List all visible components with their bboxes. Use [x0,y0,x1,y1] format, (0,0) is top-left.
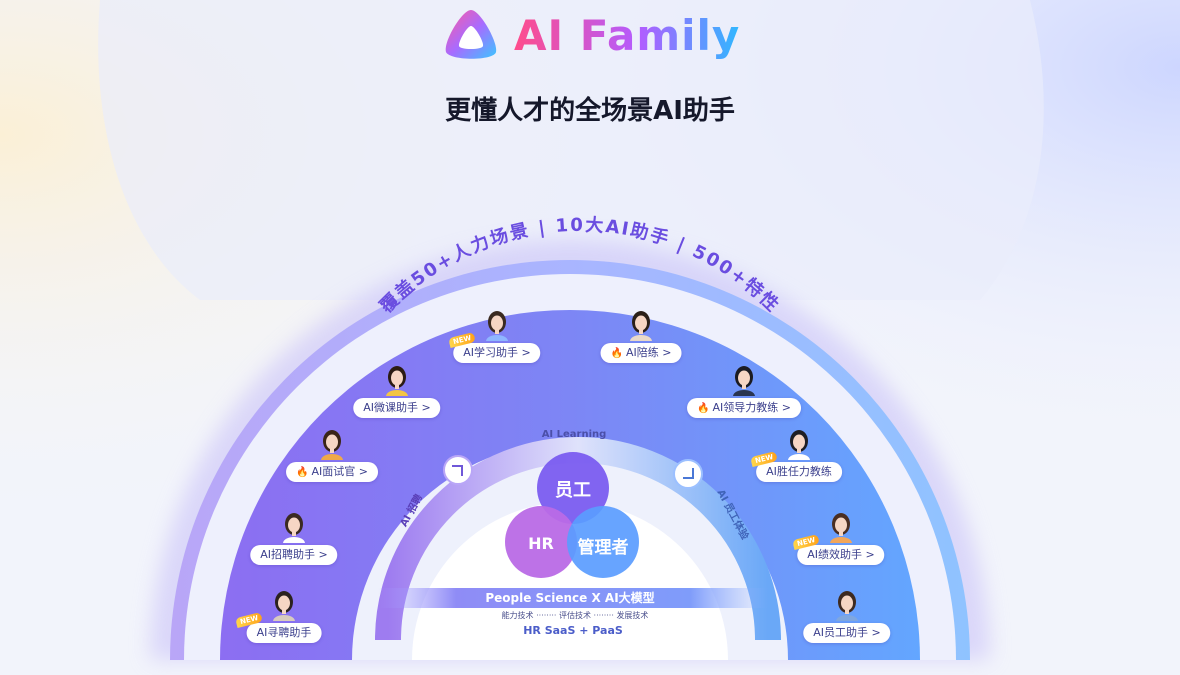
assistant-pill[interactable]: AI招聘助手 > [250,545,338,565]
tech-assess: 评估技术 [559,611,591,620]
assistant-avatar [486,311,508,341]
tech-dash-1: ········ [536,611,557,620]
assistant-pill[interactable]: AI绩效助手 > [797,545,885,565]
brand-mark-icon [445,10,497,59]
assistant-label: AI面试官 > [311,465,368,478]
assistant-pill[interactable]: 🔥AI陪练 > [600,343,682,363]
circle-hr [505,506,577,578]
assistant-avatar [321,430,343,460]
tech-row: 能力技术 ········ 评估技术 ········ 发展技术 [430,610,720,621]
assistant-label: AI绩效助手 > [807,548,875,561]
circle-manager [567,506,639,578]
assistant-avatar [836,591,858,621]
tech-develop: 发展技术 [616,611,649,620]
model-band [378,588,768,608]
assistant-label: AI胜任力教练 [766,465,832,478]
brand-name: AI Family [514,10,741,60]
assistant-avatar [733,366,755,396]
assistant-avatar [788,430,810,460]
assistant-pill[interactable]: AI胜任力教练 [756,462,842,482]
platform-label: HR SaaS + PaaS [523,624,623,637]
hr-label: HR [528,534,554,553]
assistant-pill[interactable]: AI微课助手 > [353,398,441,418]
page-title: 更懂人才的全场景AI助手 [445,96,735,126]
model-label: People Science X AI大模型 [485,591,655,605]
assistant-pill[interactable]: 🔥AI领导力教练 > [687,398,801,418]
circle-employee [537,452,609,524]
assistant-avatar [283,513,305,543]
assistant-pill[interactable]: 🔥AI面试官 > [286,462,378,482]
fire-icon: 🔥 [296,467,309,478]
employee-label: 员工 [555,480,591,501]
ring-node-right-icon [673,459,703,489]
ring-node-left-icon [443,455,473,485]
assistant-pill[interactable]: AI员工助手 > [803,623,891,643]
ring-label-learning: AI Learning [542,429,607,440]
assistant-label: AI招聘助手 > [260,548,328,561]
inner-ring [375,437,781,641]
assistant-avatar [386,366,408,396]
tech-dash-2: ········ [593,611,614,620]
brand-logo: AI Family [440,6,740,64]
assistant-label: AI陪练 > [625,346,672,359]
assistant-avatar [630,311,652,341]
fire-icon: 🔥 [610,348,623,359]
assistant-avatar [830,513,852,543]
tech-ability: 能力技术 [501,611,534,620]
assistant-label: AI员工助手 > [813,626,881,639]
fire-icon: 🔥 [697,403,710,414]
assistant-pill[interactable]: AI寻聘助手 [246,623,322,643]
manager-label: 管理者 [577,538,629,558]
inner-core [412,502,728,660]
assistant-pill[interactable]: AI学习助手 > [453,343,541,363]
assistant-label: AI学习助手 > [463,346,531,359]
assistant-label: AI微课助手 > [363,401,431,414]
assistant-avatar [273,591,295,621]
assistant-label: AI领导力教练 > [712,401,791,414]
assistant-label: AI寻聘助手 [256,626,312,639]
